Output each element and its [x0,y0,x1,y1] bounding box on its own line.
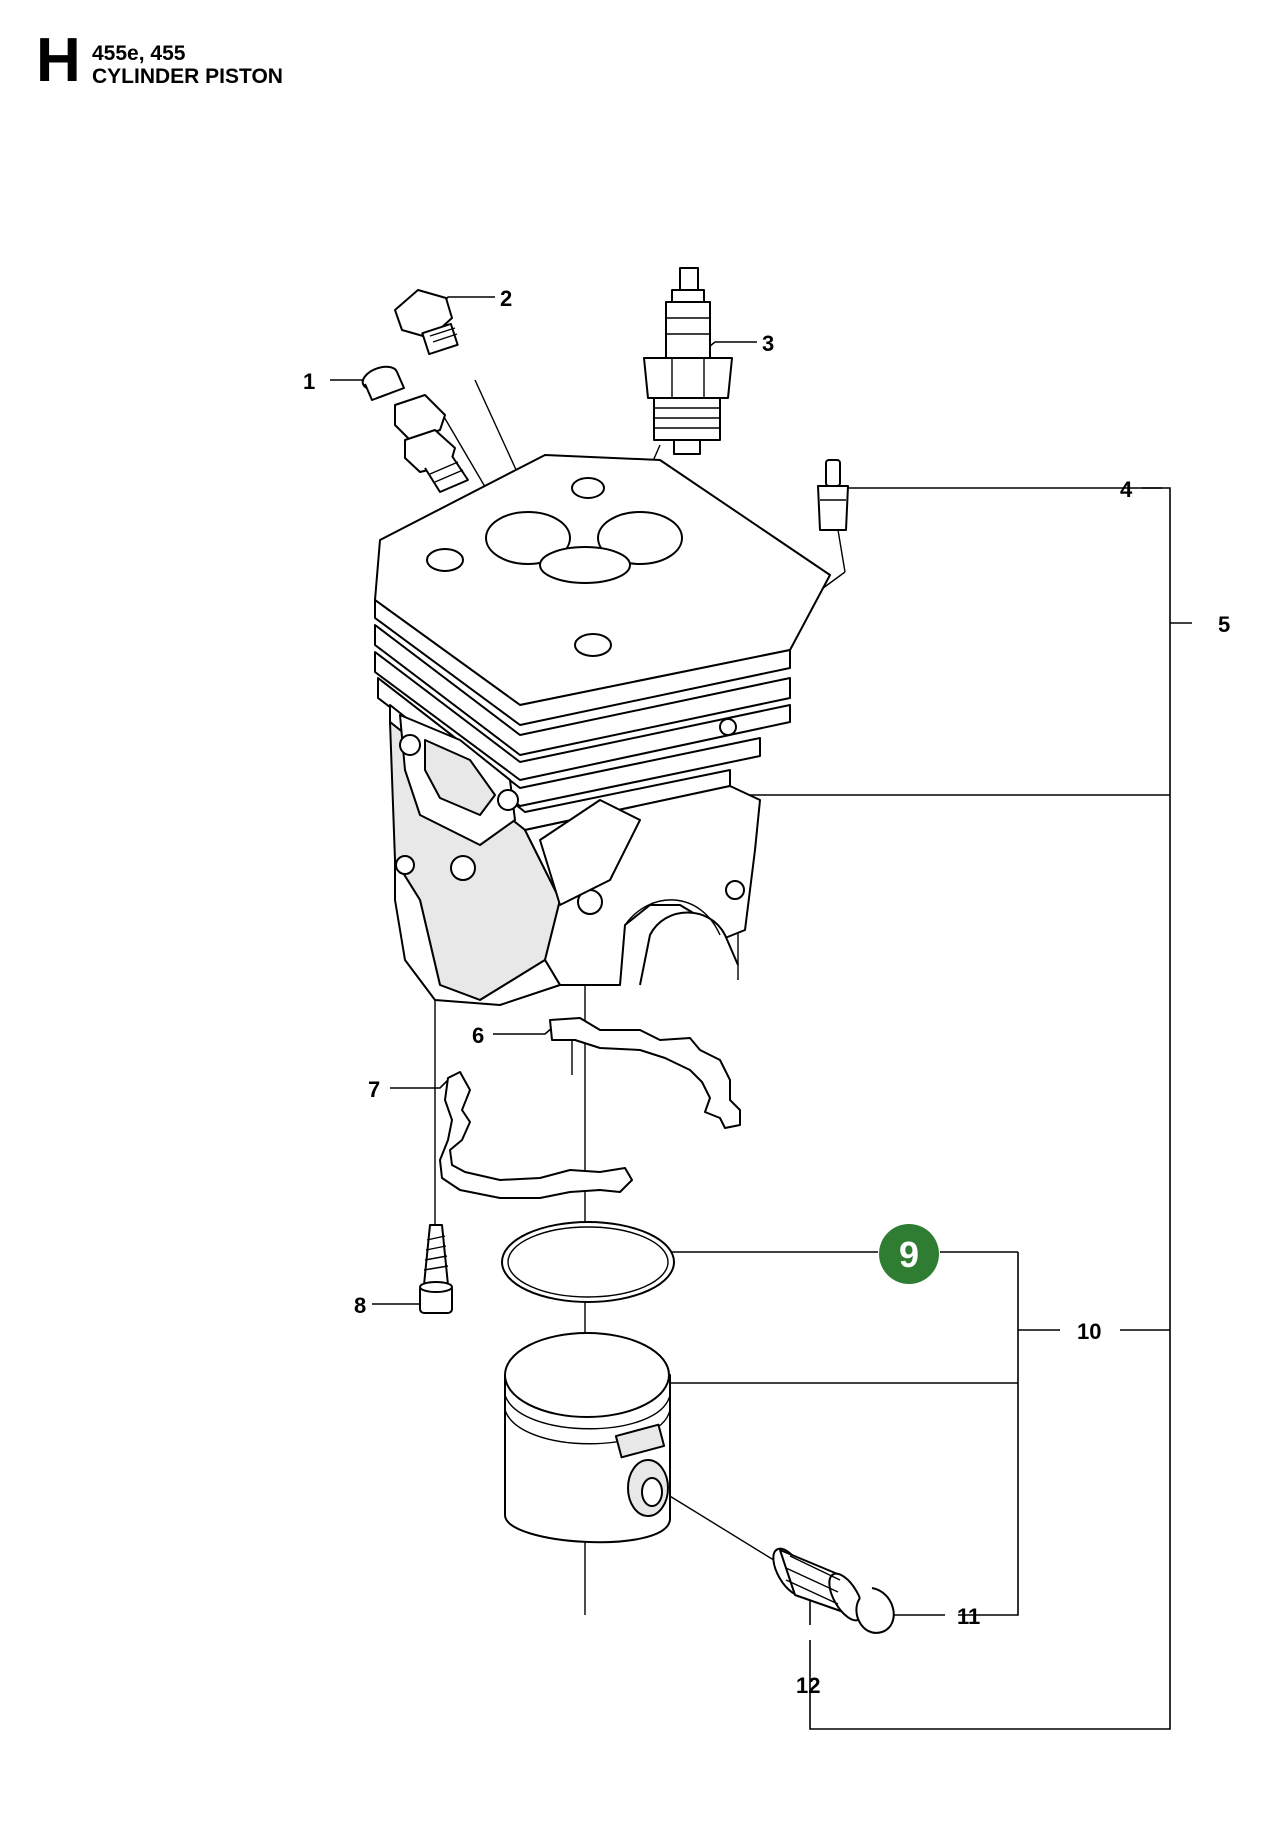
gasket-part-6 [549,1017,741,1129]
callouts: 1 2 3 4 5 6 7 8 9 10 11 12 [303,286,1230,1698]
highlight-badge [879,1224,939,1284]
callout-7: 7 [368,1077,380,1102]
callout-9-highlight: 9 [879,1224,939,1284]
nipple-part-4 [817,459,849,531]
needle-bearing-part-12 [772,1547,864,1622]
plug-part-2 [394,289,459,356]
page-header: H 455e, 455 CYLINDER PISTON [36,30,536,96]
callout-6: 6 [472,1023,484,1048]
page-title: CYLINDER PISTON [92,65,283,88]
callout-8: 8 [354,1293,366,1318]
callout-1: 1 [303,369,315,394]
callout-2: 2 [500,286,512,311]
callout-11: 11 [957,1604,980,1629]
gasket-part-7 [439,1071,633,1199]
callout-10: 10 [1077,1319,1101,1344]
decompression-valve-part-1 [361,365,469,493]
bolt-part-8 [419,1224,453,1314]
section-letter: H [36,26,81,95]
callout-12: 12 [796,1673,820,1698]
cylinder-assembly [374,454,831,1006]
callout-9: 9 [899,1234,919,1275]
callout-3: 3 [762,331,774,356]
spark-plug-part-3 [643,267,733,455]
piston-ring-part-9 [501,1221,675,1303]
callout-5: 5 [1218,612,1230,637]
circlip-part-11 [855,1587,895,1634]
callout-4: 4 [1120,477,1133,502]
model-names: 455e, 455 [92,42,186,65]
piston [504,1332,671,1544]
